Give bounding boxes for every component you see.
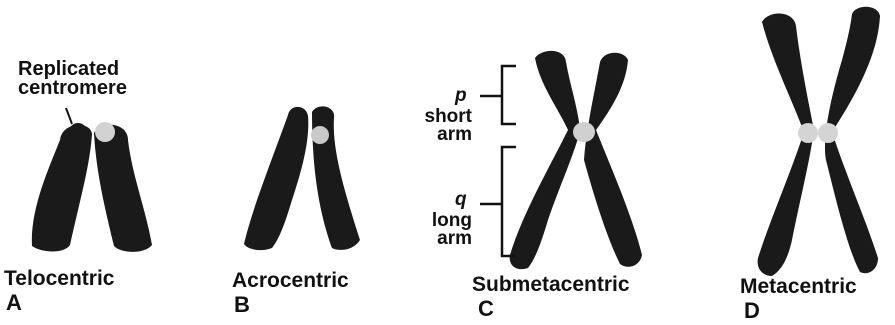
- callout-line-2: centromere: [18, 79, 127, 98]
- centromere: [311, 126, 329, 144]
- long-arm-label: long arm: [404, 212, 472, 248]
- chromatid-right: [94, 125, 152, 252]
- metacentric-chromosome: [758, 7, 880, 276]
- q-arm-letter: q: [455, 190, 467, 209]
- short-arm-line-2: arm: [404, 126, 472, 144]
- acrocentric-chromosome: [244, 106, 360, 250]
- centromere: [798, 123, 818, 143]
- chromatid-left: [758, 13, 814, 276]
- telocentric-label: Telocentric: [4, 268, 114, 289]
- panel-letter-b: B: [234, 294, 250, 316]
- submetacentric-label: Submetacentric: [472, 274, 630, 295]
- acrocentric-label: Acrocentric: [232, 270, 349, 291]
- panel-letter-a: A: [6, 292, 22, 314]
- chromatid-left: [244, 107, 308, 250]
- p-arm-bracket: [480, 66, 516, 124]
- long-arm-line-2: arm: [404, 230, 472, 248]
- short-arm-label: short arm: [404, 108, 472, 144]
- chromatid-right: [584, 53, 642, 267]
- callout-pointer: [66, 108, 72, 124]
- p-arm-letter: p: [455, 86, 467, 105]
- panel-letter-c: C: [478, 298, 494, 320]
- chromatid-left: [32, 125, 92, 252]
- q-arm-bracket: [480, 147, 516, 256]
- chromatid-left: [510, 51, 580, 269]
- submetacentric-chromosome: [480, 51, 642, 269]
- metacentric-label: Metacentric: [740, 276, 857, 297]
- centromere: [573, 122, 595, 142]
- centromere: [818, 123, 838, 143]
- replicated-centromere-label: Replicated centromere: [18, 60, 127, 98]
- panel-letter-d: D: [744, 300, 760, 322]
- telocentric-chromosome: [32, 108, 152, 252]
- centromere: [95, 122, 115, 142]
- centromere: [69, 123, 87, 141]
